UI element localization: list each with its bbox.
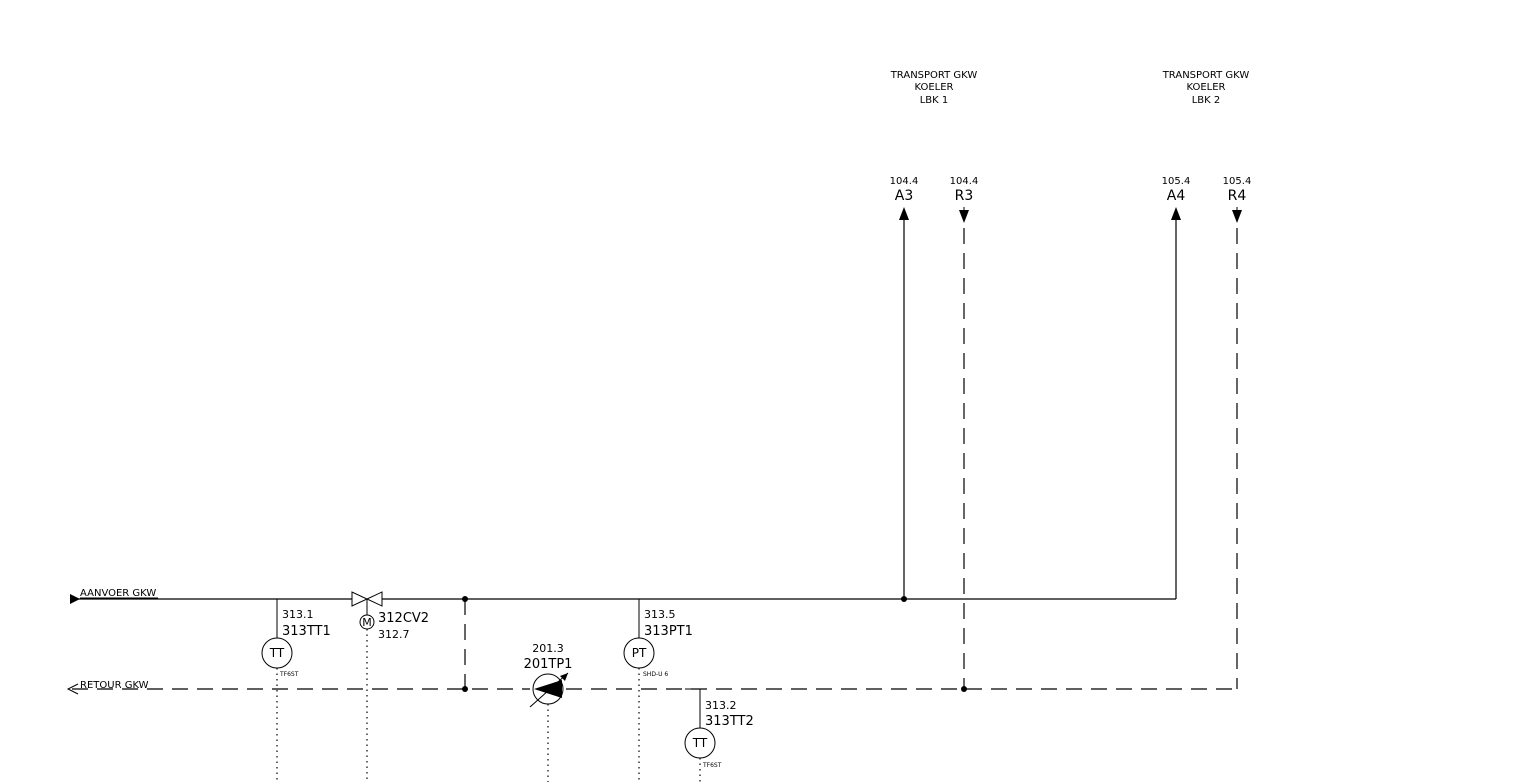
consumer-lbk1: TRANSPORT GKW KOELER LBK 1 104.4 A3 104.…	[890, 70, 979, 692]
consumer-title-line1: TRANSPORT GKW	[1162, 70, 1250, 81]
valve-icon	[351, 591, 369, 607]
supply-line: AANVOER GKW	[70, 588, 1176, 604]
return-arrow-icon	[66, 683, 79, 695]
consumer-title-line3: LBK 1	[920, 95, 949, 106]
instrument-type: SHD-U 6	[643, 671, 668, 678]
consumer-title-line3: LBK 2	[1192, 95, 1221, 106]
return-line-label: RETOUR GKW	[80, 680, 149, 691]
instrument-ref: 313.1	[282, 608, 314, 621]
instrument-symbol: TT	[692, 736, 708, 750]
arrow-down-icon	[959, 210, 969, 223]
return-connection-tag: R3	[955, 188, 974, 204]
junction-dot	[901, 596, 907, 602]
instrument-313pt1[interactable]: 313.5 313PT1 PT SHD-U 6	[623, 599, 693, 782]
arrow-down-icon	[1232, 210, 1242, 223]
arrow-up-icon	[899, 207, 909, 220]
pump-201tp1[interactable]: 201.3 201TP1	[524, 642, 573, 782]
consumer-title-line2: KOELER	[914, 82, 953, 93]
pump-tag: 201TP1	[524, 657, 573, 672]
consumer-title-line2: KOELER	[1186, 82, 1225, 93]
consumer-title-line1: TRANSPORT GKW	[890, 70, 978, 81]
instrument-type: TF6ST	[279, 671, 299, 678]
return-connection-ref: 105.4	[1223, 176, 1252, 187]
junction-dot	[462, 596, 468, 602]
junction-dot	[961, 686, 967, 692]
return-line: RETOUR GKW	[66, 680, 1237, 695]
supply-connection-tag: A4	[1167, 188, 1186, 204]
valve-tag: 312CV2	[378, 611, 429, 626]
bypass-line	[462, 596, 468, 692]
supply-connection-tag: A3	[895, 188, 913, 204]
supply-arrow-icon	[70, 594, 80, 604]
supply-connection-ref: 105.4	[1162, 176, 1191, 187]
instrument-tag: 313PT1	[644, 624, 693, 639]
instrument-tag: 313TT1	[282, 624, 331, 639]
instrument-313tt1[interactable]: 313.1 313TT1 TT TF6ST	[261, 599, 331, 782]
instrument-tag: 313TT2	[705, 714, 754, 729]
instrument-type: TF6ST	[702, 762, 722, 769]
junction-dot	[462, 686, 468, 692]
actuator-label: M	[362, 616, 372, 629]
supply-line-label: AANVOER GKW	[80, 588, 156, 599]
instrument-symbol: PT	[632, 646, 647, 660]
instrument-ref: 313.5	[644, 608, 676, 621]
pump-ref: 201.3	[532, 642, 564, 655]
valve-ref: 312.7	[378, 628, 410, 641]
instrument-symbol: TT	[269, 646, 285, 660]
return-connection-tag: R4	[1228, 188, 1247, 204]
consumer-lbk2: TRANSPORT GKW KOELER LBK 2 105.4 A4 105.…	[1162, 70, 1252, 689]
return-connection-ref: 104.4	[950, 176, 979, 187]
instrument-313tt2[interactable]: 313.2 313TT2 TT TF6ST	[684, 688, 754, 782]
supply-connection-ref: 104.4	[890, 176, 919, 187]
variable-speed-arrow-icon	[560, 673, 568, 681]
instrument-ref: 313.2	[705, 699, 737, 712]
arrow-up-icon	[1171, 207, 1181, 220]
control-valve-312cv2[interactable]: M 312CV2 312.7	[351, 591, 429, 782]
